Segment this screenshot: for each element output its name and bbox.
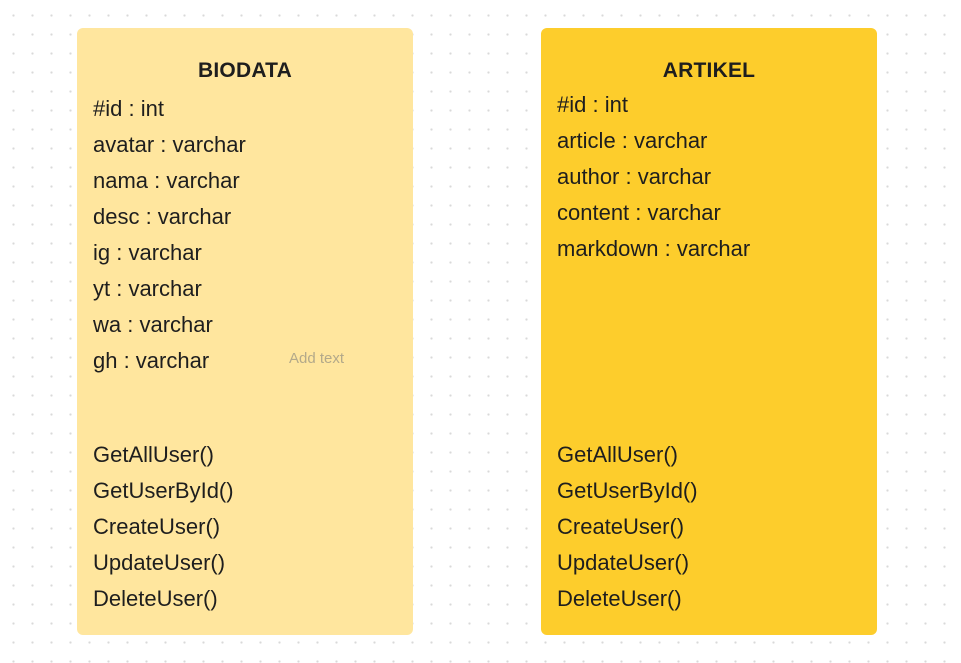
field-item: author : varchar <box>557 164 712 189</box>
method-item: GetUserById() <box>93 478 234 503</box>
method-item: CreateUser() <box>93 514 221 539</box>
method-item: CreateUser() <box>557 514 685 539</box>
method-item: GetAllUser() <box>93 442 215 467</box>
field-item: #id : int <box>557 92 628 117</box>
method-item: DeleteUser() <box>93 586 218 611</box>
field-item: content : varchar <box>557 200 721 225</box>
field-item: yt : varchar <box>93 276 202 301</box>
field-item: nama : varchar <box>93 168 240 193</box>
method-item: UpdateUser() <box>93 550 226 575</box>
field-item: ig : varchar <box>93 240 202 265</box>
biodata-title: BIODATA <box>198 59 292 82</box>
biodata-method-list: GetAllUser() GetUserById() CreateUser() … <box>93 437 234 617</box>
artikel-entity-note[interactable]: ARTIKEL #id : int article : varchar auth… <box>541 28 877 635</box>
field-item: #id : int <box>93 96 164 121</box>
field-item: article : varchar <box>557 128 708 153</box>
method-item: GetUserById() <box>557 478 698 503</box>
artikel-method-list: GetAllUser() GetUserById() CreateUser() … <box>557 437 698 617</box>
biodata-field-list: #id : int avatar : varchar nama : varcha… <box>93 91 246 379</box>
add-text-hint[interactable]: Add text <box>289 350 345 367</box>
biodata-entity-note[interactable]: BIODATA #id : int avatar : varchar nama … <box>77 28 413 635</box>
method-item: DeleteUser() <box>557 586 682 611</box>
artikel-field-list: #id : int article : varchar author : var… <box>557 87 750 267</box>
field-item: wa : varchar <box>93 312 213 337</box>
field-item: desc : varchar <box>93 204 232 229</box>
method-item: GetAllUser() <box>557 442 679 467</box>
artikel-title: ARTIKEL <box>662 59 756 82</box>
field-item: avatar : varchar <box>93 132 246 157</box>
field-item: markdown : varchar <box>557 236 751 261</box>
method-item: UpdateUser() <box>557 550 690 575</box>
field-item: gh : varchar <box>93 348 210 373</box>
